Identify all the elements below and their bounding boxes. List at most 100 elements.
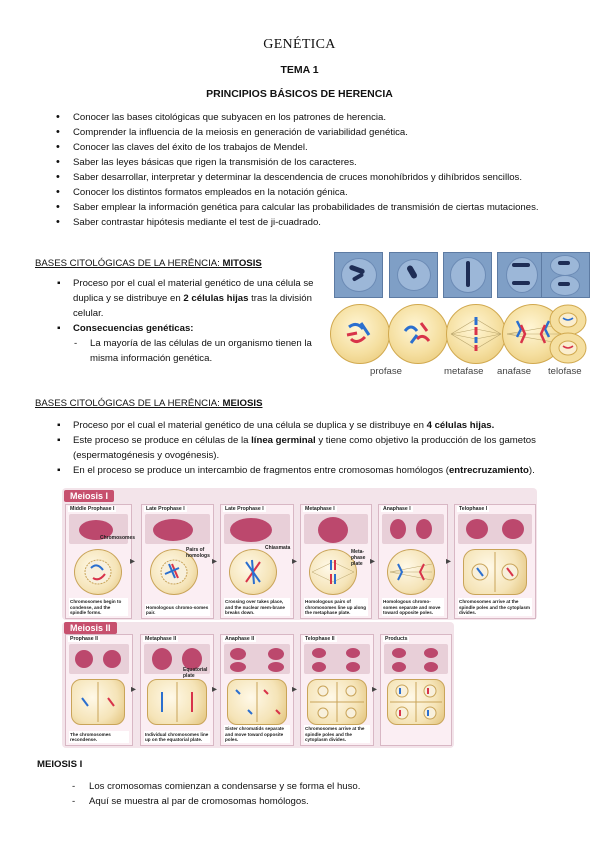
stage-caption: Chromosomes begin to condense, and the s… [69,598,128,616]
profase-diagram [330,304,390,364]
micrograph-anafase [497,252,546,298]
meiosis-bullet: Este proceso se produce en células de la… [57,433,587,463]
stage-products: Products [380,634,452,746]
phase-label-telofase: telofase [548,366,582,377]
meiosis-bullet-text: y tiene como objetivo la producción de l… [73,435,536,461]
stage-title: Late Prophase I [144,506,187,512]
objectives-list: Conocer las bases citológicas que subyac… [56,110,576,230]
micrograph-metafase [443,252,492,298]
meiosis-bullet-bold: entrecruzamiento [448,465,529,476]
objective-item: Saber emplear la información genética pa… [56,200,576,215]
telofase-diagram [548,304,588,364]
arrow-icon: ▸ [372,684,378,695]
meiosis-bullet: En el proceso se produce un intercambio … [57,463,587,478]
stage-anaphase-i: Anaphase I Homologous chromo-somes separ… [378,504,448,619]
mitosis-bullet-bold: 2 células hijas [183,293,249,304]
meiosis-bullet-bold: 4 células hijas. [426,420,495,431]
stage-caption: Chromosomes arrive at the spindle poles … [304,725,370,743]
meiosis-heading-prefix: BASES CITOLÓGICAS DE LA HERÉNCIA: [35,398,223,409]
arrow-icon: ▸ [212,556,218,567]
stage-caption: The chromosomes recondense. [69,730,129,743]
meiosis-bullet-bold: línea germinal [251,435,316,446]
mitosis-bullet: Consecuencias genéticas: [57,321,315,336]
arrow-icon: ▸ [130,556,136,567]
objective-item: Saber contrastar hipótesis mediante el t… [56,215,576,230]
meiosis-bullet-text: En el proceso se produce un intercambio … [73,465,449,476]
phase-label-profase: profase [370,366,402,377]
stage-caption: Homologous pairs of chromosomes line up … [304,598,368,616]
topic-number: TEMA 1 [280,64,319,76]
stage-caption: Crossing over takes place, and the nucle… [224,598,290,616]
mitosis-list: Proceso por el cual el material genético… [57,276,315,366]
label-pairs-of-homologs: Pairs of homologs [186,547,210,559]
micrograph-telofase [541,252,590,298]
stage-title: Products [383,636,410,642]
mitosis-heading-prefix: BASES CITOLÓGICAS DE LA HERÉNCIA: [35,258,223,269]
objective-item: Conocer las claves del éxito de los trab… [56,140,576,155]
topic-subtitle: PRINCIPIOS BÁSICOS DE HERENCIA [206,88,393,100]
stage-metaphase-i: Meta-phase plate Metaphase I Homologous … [300,504,372,619]
stage-prophase-ii: Prophase II The chromosomes recondense. [65,634,133,746]
consequences-label: Consecuencias genéticas: [73,323,194,334]
arrow-icon: ▸ [292,684,298,695]
meiosis-i-list: Los cromosomas comienzan a condensarse y… [72,779,572,809]
stage-caption: Individual chromosomes line up on the eq… [144,730,210,743]
arrow-icon: ▸ [446,556,452,567]
objective-item: Saber las leyes básicas que rigen la tra… [56,155,576,170]
objective-item: Saber desarrollar, interpretar y determi… [56,170,576,185]
stage-telophase-i: Telophase I Chromosomes arrive at the sp… [454,504,536,619]
label-chiasmata: Chiasmata [265,545,291,551]
stage-title: Prophase II [68,636,100,642]
stage-caption: Chromosomes arrive at the spindle poles … [458,598,532,616]
meiosis-bullet-text: Este proceso se produce en células de la [73,435,252,446]
label-equatorial-plate: Equatorial plate [183,667,208,679]
stage-middle-prophase-i: Chromosomes Middle Prophase I Chromosome… [65,504,136,619]
stage-telophase-ii: Telophase II Chromosomes arrive at the s… [300,634,374,746]
meiosis-ii-tag: Meiosis II [64,622,117,634]
stage-title: Metaphase I [303,506,337,512]
arrow-icon: ▸ [131,684,137,695]
stage-title: Metaphase II [143,636,179,642]
stage-title: Telophase I [457,506,490,512]
meiosis-bullet-text: ). [528,465,535,476]
meiosis-bullet-text: Proceso por el cual el material genético… [73,420,427,431]
stage-late-prophase-i-a: Pairs of homologs Late Prophase I Homolo… [141,504,214,619]
mitosis-bullet: Proceso por el cual el material genético… [57,276,315,321]
objective-item: Conocer los distintos formatos empleados… [56,185,576,200]
stage-late-prophase-i-b: Chiasmata Late Prophase I Crossing over … [220,504,294,619]
stage-title: Late Prophase I [223,506,266,512]
micrograph-profase [334,252,383,298]
stage-title: Middle Prophase I [68,506,117,512]
mitosis-subitem: La mayoría de las células de un organism… [57,336,315,366]
stage-caption: Sister chromatids separate and move towa… [224,725,290,743]
objective-item: Conocer las bases citológicas que subyac… [56,110,576,125]
meiosis-i-item: Los cromosomas comienzan a condensarse y… [72,779,572,794]
meiosis-i-heading: MEIOSIS I [37,759,83,770]
arrow-icon: ▸ [292,556,298,567]
stage-title: Anaphase I [381,506,413,512]
prometafase-diagram [388,304,448,364]
stage-title: Telophase II [303,636,337,642]
mitosis-figure: profase metafase anafase telofase [330,252,590,380]
phase-label-metafase: metafase [444,366,484,377]
phase-label-anafase: anafase [497,366,532,377]
metafase-diagram [446,304,506,364]
stage-anaphase-ii: Anaphase II Sister chromatids separate a… [220,634,294,746]
meiosis-list: Proceso por el cual el material genético… [57,418,587,478]
meiosis-heading: BASES CITOLÓGICAS DE LA HERÉNCIA: MEIOSI… [35,398,262,409]
mitosis-heading-bold: MITOSIS [222,258,262,269]
label-chromosomes: Chromosomes [100,535,136,541]
mitosis-bullet-text: tras la división celular. [73,293,312,319]
arrow-icon: ▸ [370,556,376,567]
stage-caption: Homologous chromo-somes separate and mov… [382,598,444,616]
meiosis-bullet: Proceso por el cual el material genético… [57,418,587,433]
meiosis-heading-bold: MEIOSIS [222,398,263,409]
meiosis-figure: Meiosis I Meiosis II Chromosomes Middle … [62,488,537,748]
label-metaphase-plate: Meta-phase plate [351,549,366,567]
stage-title: Anaphase II [223,636,257,642]
stage-caption: Homologous chromo-somes pair. [145,603,210,616]
micrograph-prometafase [389,252,438,298]
meiosis-i-item: Aquí se muestra al par de cromosomas hom… [72,794,572,809]
mitosis-heading: BASES CITOLÓGICAS DE LA HERÉNCIA: MITOSI… [35,258,262,269]
stage-metaphase-ii: Equatorial plate Metaphase II Individual… [140,634,214,746]
